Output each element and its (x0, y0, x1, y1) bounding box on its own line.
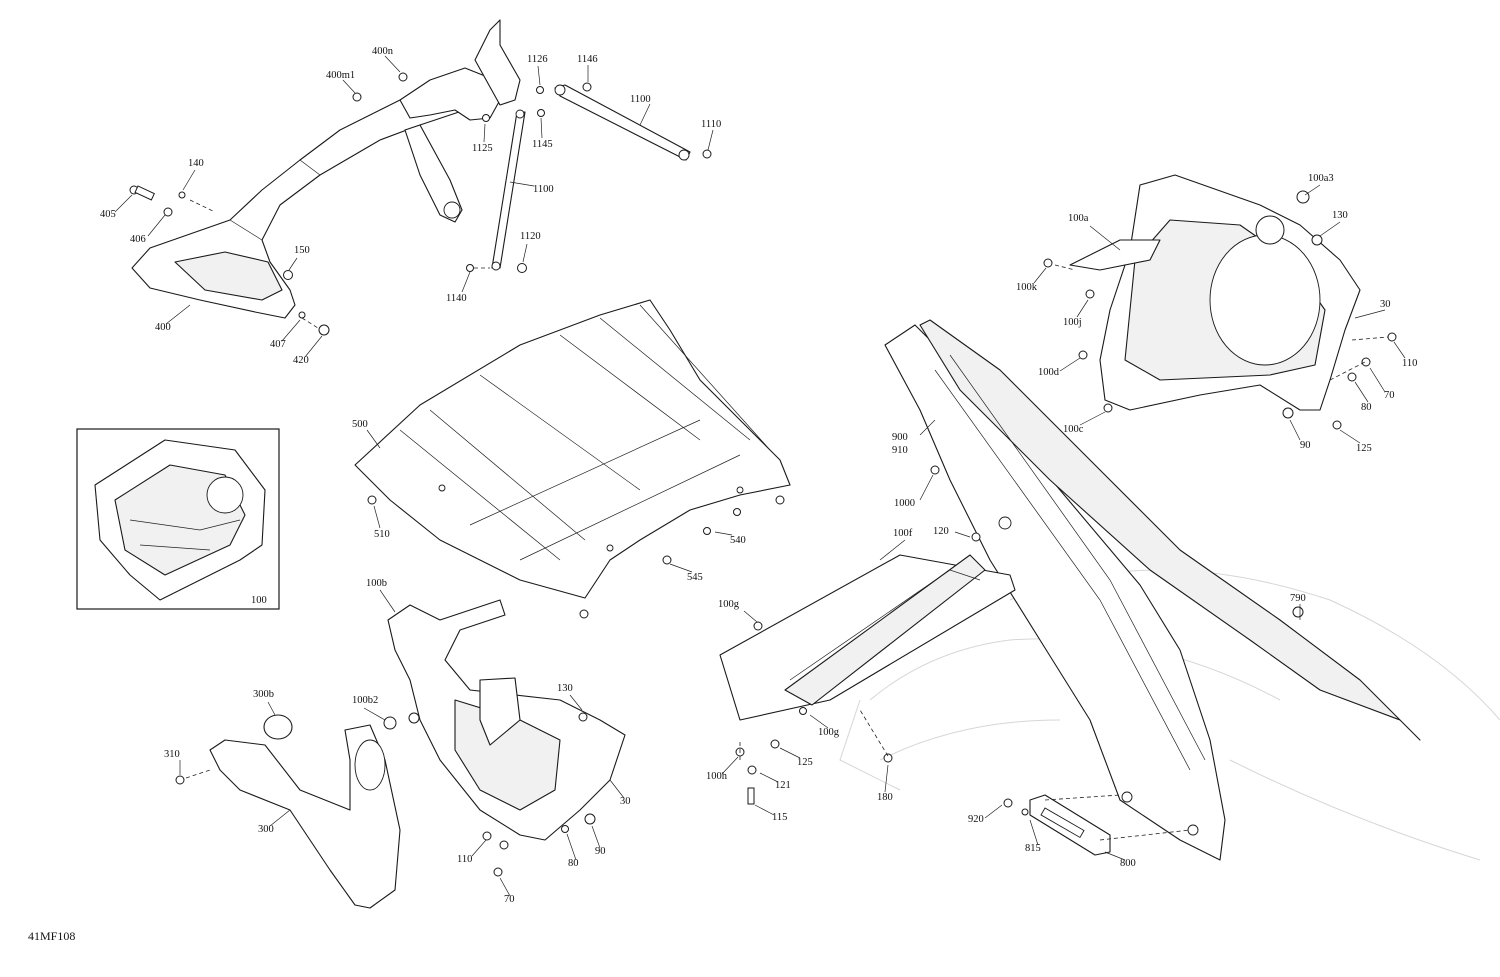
callout-400n: 400n (372, 46, 394, 57)
callout-815: 815 (1025, 843, 1041, 854)
callout-100b: 100b (366, 578, 387, 589)
callout-405: 405 (100, 209, 116, 220)
inset-part-100 (76, 428, 280, 610)
callout-100a: 100a (1068, 213, 1089, 224)
callout-920: 920 (968, 814, 984, 825)
callout-180: 180 (877, 792, 893, 803)
callout-1120: 1120 (520, 231, 541, 242)
part-500-skid-plate (354, 299, 791, 619)
part-900-910-side-rail (884, 319, 1421, 861)
callout-500: 500 (352, 419, 368, 430)
callout-140: 140 (188, 158, 204, 169)
callout-800: 800 (1120, 858, 1136, 869)
callout-115: 115 (772, 812, 787, 823)
part-100b-lower-frame (383, 599, 626, 877)
callout-110-lower: 110 (457, 854, 472, 865)
callout-90-right: 90 (1300, 440, 1311, 451)
callout-1146: 1146 (577, 54, 598, 65)
callout-510: 510 (374, 529, 390, 540)
callout-125-lower: 125 (797, 757, 813, 768)
callout-100g-lower: 100g (818, 727, 840, 738)
part-800-bracket (1003, 794, 1191, 856)
callout-100a3: 100a3 (1308, 173, 1334, 184)
callout-80-lower: 80 (568, 858, 579, 869)
callout-910: 910 (892, 445, 908, 456)
callout-100k: 100k (1016, 282, 1038, 293)
callout-1140: 1140 (446, 293, 467, 304)
callout-70-right: 70 (1384, 390, 1395, 401)
callout-400m1: 400m1 (326, 70, 355, 81)
part-100-front-frame (1043, 174, 1397, 430)
callout-130-right: 130 (1332, 210, 1348, 221)
callout-100j: 100j (1063, 317, 1082, 328)
callout-100f: 100f (893, 528, 913, 539)
callout-100b2: 100b2 (352, 695, 378, 706)
callout-407: 407 (270, 339, 286, 350)
callout-300b: 300b (253, 689, 274, 700)
callout-1145: 1145 (532, 139, 553, 150)
part-1100-rod-lower (491, 109, 526, 271)
callout-310: 310 (164, 749, 180, 760)
callout-30-right: 30 (1380, 299, 1391, 310)
callout-121: 121 (775, 780, 791, 791)
callout-labels: 400n 400m1 1126 1146 1100 1110 1125 1145… (100, 46, 1417, 905)
callout-80-right: 80 (1361, 402, 1372, 413)
callout-150: 150 (294, 245, 310, 256)
callout-1126: 1126 (527, 54, 548, 65)
callout-540: 540 (730, 535, 746, 546)
callout-1110: 1110 (701, 119, 721, 130)
callout-1000: 1000 (894, 498, 915, 509)
callout-30-lower: 30 (620, 796, 631, 807)
callout-1125: 1125 (472, 143, 493, 154)
callout-130-lower: 130 (557, 683, 573, 694)
callout-110-right: 110 (1402, 358, 1417, 369)
leader-lines (114, 55, 1406, 897)
callout-400: 400 (155, 322, 171, 333)
part-100f-mount-plate (719, 532, 1016, 805)
callout-125-right: 125 (1356, 443, 1372, 454)
callout-300: 300 (258, 824, 274, 835)
callout-900: 900 (892, 432, 908, 443)
part-300-mount-bracket (175, 714, 401, 909)
hardware-upper-group (129, 72, 712, 336)
part-400-upper-frame (131, 19, 521, 319)
callout-1100-lower: 1100 (533, 184, 554, 195)
callout-120: 120 (933, 526, 949, 537)
callout-790: 790 (1290, 593, 1306, 604)
callout-1100-upper: 1100 (630, 94, 651, 105)
part-1100-rod-upper (554, 84, 691, 161)
callout-90-lower: 90 (595, 846, 606, 857)
callout-420: 420 (293, 355, 309, 366)
drawing-reference: 41MF108 (28, 929, 75, 943)
callout-100c: 100c (1063, 424, 1084, 435)
inset-label: 100 (251, 595, 267, 606)
callout-406: 406 (130, 234, 146, 245)
callout-545: 545 (687, 572, 703, 583)
callout-100d: 100d (1038, 367, 1060, 378)
callout-100h: 100h (706, 771, 728, 782)
callout-70-lower: 70 (504, 894, 515, 905)
callout-100g-upper: 100g (718, 599, 740, 610)
